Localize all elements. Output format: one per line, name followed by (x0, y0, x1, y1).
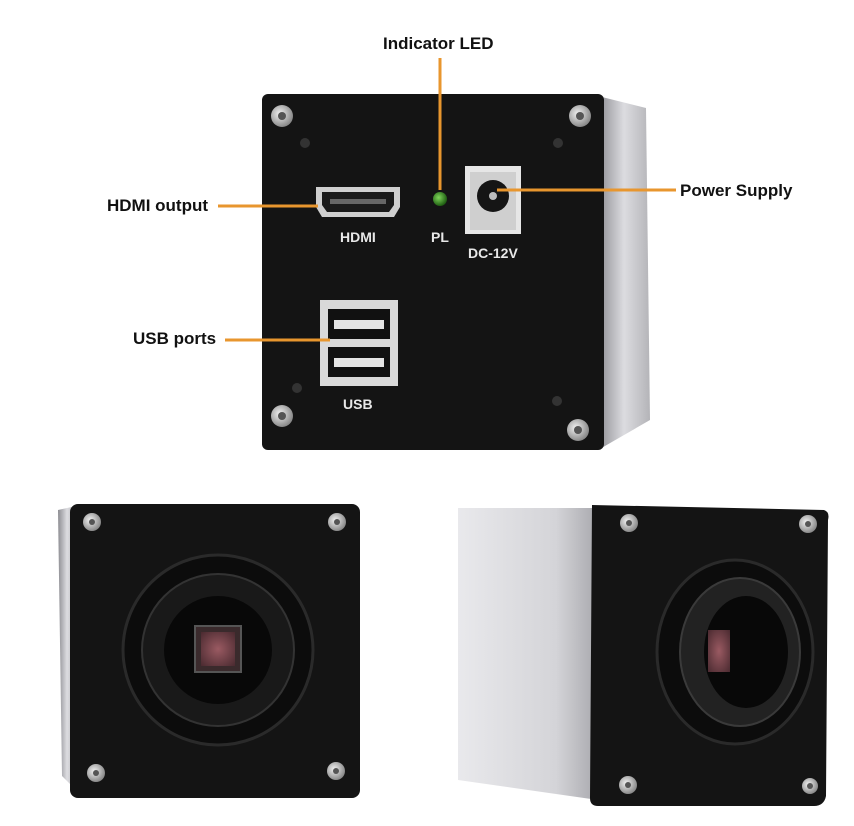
screw-icon (569, 105, 591, 127)
dc-panel-label: DC-12V (468, 245, 518, 261)
usb-panel-label: USB (343, 396, 373, 412)
screw-icon (327, 762, 345, 780)
callout-usb-ports: USB ports (133, 329, 217, 348)
dc-jack-icon (465, 166, 521, 234)
pl-panel-label: PL (431, 229, 449, 245)
housing-side (598, 96, 650, 450)
usb-ports-icon (320, 300, 398, 386)
screw-icon (619, 776, 637, 794)
lens-mount-icon (121, 553, 315, 747)
indicator-led-icon (433, 192, 447, 206)
screw-icon (271, 105, 293, 127)
camera-front-view (58, 504, 360, 798)
screw-icon (802, 778, 818, 794)
screw-icon (620, 514, 638, 532)
hex-hole-icon (300, 138, 310, 148)
callout-hdmi-output: HDMI output (107, 196, 209, 215)
leader-lines (218, 58, 676, 342)
screw-icon (799, 515, 817, 533)
lens-mount-icon (655, 558, 815, 746)
screw-icon (328, 513, 346, 531)
hdmi-port-icon (316, 187, 400, 217)
housing-side (458, 508, 598, 800)
hex-hole-icon (553, 138, 563, 148)
callout-power-supply: Power Supply (680, 181, 793, 200)
hex-hole-icon (552, 396, 562, 406)
screw-icon (87, 764, 105, 782)
camera-angled-view (458, 505, 829, 806)
hex-hole-icon (292, 383, 302, 393)
screw-icon (83, 513, 101, 531)
screw-icon (271, 405, 293, 427)
screw-icon (567, 419, 589, 441)
back-panel (262, 94, 604, 450)
hdmi-panel-label: HDMI (340, 229, 376, 245)
sensor-icon (708, 630, 730, 672)
camera-back-view: HDMI PL DC-12V USB (262, 94, 650, 450)
callout-indicator-led: Indicator LED (383, 34, 494, 53)
